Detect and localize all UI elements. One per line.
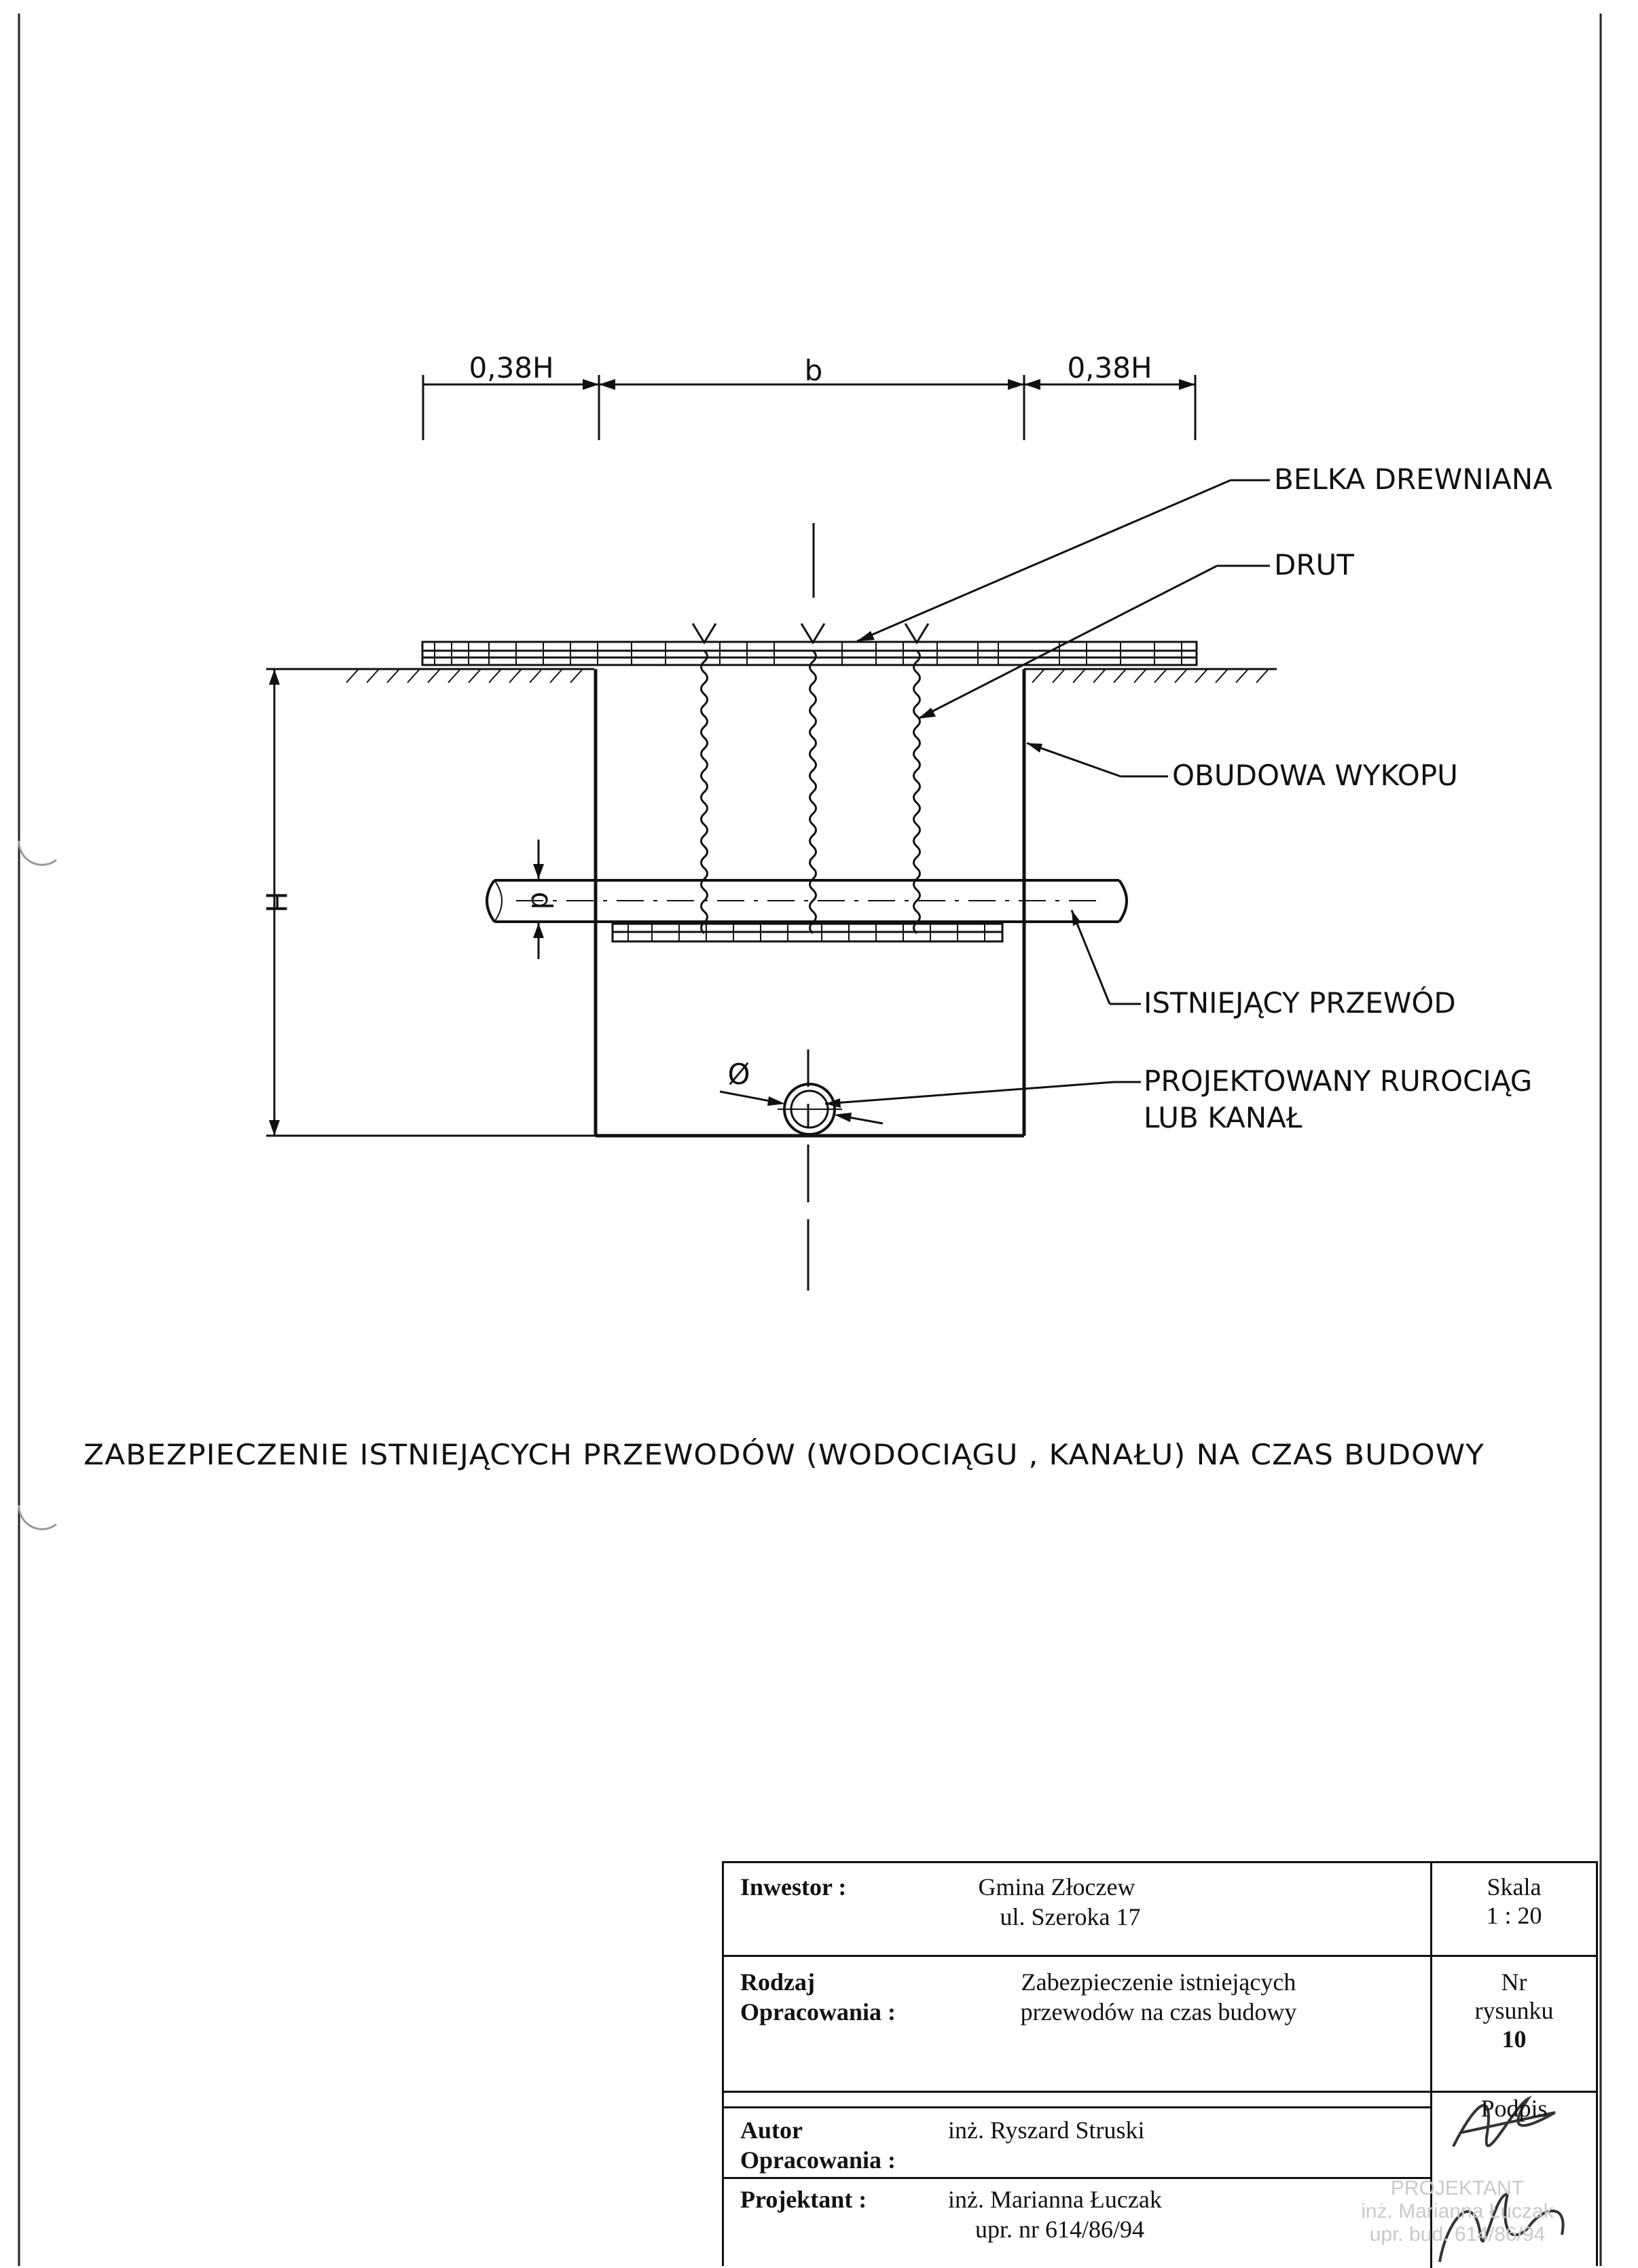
dim-label-right: 0,38H	[1067, 351, 1152, 384]
designer-stamp: PROJEKTANT inż. Marianna Łuczak upr. bud…	[1315, 2177, 1600, 2246]
tb-row-rodzaj: Rodzaj Opracowania : Zabezpieczenie istn…	[724, 1957, 1596, 2093]
nr-label-2: rysunku	[1474, 1997, 1554, 2024]
designed-pipe	[719, 1083, 884, 1136]
pipe-diameter-dim	[533, 840, 544, 959]
inwestor-label: Inwestor :	[740, 1873, 847, 1901]
rodzaj-line2: przewodów na czas budowy	[1020, 1998, 1297, 2026]
center-axis	[807, 523, 815, 1291]
punch-hole-bottom	[18, 1505, 57, 1530]
rodzaj-label-2: Opracowania :	[740, 1998, 896, 2026]
ground-hatching	[346, 668, 1269, 683]
callout-projektowany-rurociag: PROJEKTOWANY RUROCIĄG	[1144, 1064, 1532, 1098]
autor-value: inż. Ryszard Struski	[948, 2117, 1145, 2144]
nr-label-1: Nr	[1501, 1968, 1527, 1996]
dimension-height	[266, 668, 596, 1137]
dim-label-left: 0,38H	[469, 351, 553, 384]
dim-label-d: d	[525, 892, 558, 910]
tb-row-inwestor: Inwestor : Gmina Złoczew ul. Szeroka 17 …	[724, 1863, 1596, 1957]
title-block: Inwestor : Gmina Złoczew ul. Szeroka 17 …	[722, 1861, 1600, 2268]
podpis-label: Podpis	[1480, 2095, 1548, 2122]
existing-pipe	[486, 879, 1128, 923]
timber-beam-bottom	[611, 922, 1004, 943]
callout-istniejacy-przewod: ISTNIEJĄCY PRZEWÓD	[1144, 986, 1456, 1020]
inwestor-line2: ul. Szeroka 17	[1000, 1903, 1141, 1930]
callout-obudowa-wykopu: OBUDOWA WYKOPU	[1172, 759, 1458, 792]
stamp-line1: PROJEKTANT	[1390, 2177, 1525, 2199]
callout-leaders	[824, 479, 1270, 1108]
stamp-line2: inż. Marianna Łuczak	[1361, 2200, 1554, 2222]
rodzaj-label-1: Rodzaj	[740, 1968, 815, 1996]
hanging-wires	[691, 623, 930, 935]
diameter-symbol: Ø	[727, 1058, 750, 1091]
callout-lub-kanal: LUB KANAŁ	[1144, 1101, 1303, 1134]
projektant-line2: upr. nr 614/86/94	[975, 2216, 1144, 2243]
stamp-line3: upr. bud. 614/86/94	[1369, 2223, 1546, 2246]
signature	[1438, 2095, 1565, 2263]
inwestor-line1: Gmina Złoczew	[978, 1873, 1135, 1901]
excavation-shoring	[594, 669, 1026, 1138]
autor-label-1: Autor	[740, 2117, 803, 2144]
dim-label-b: b	[805, 354, 823, 387]
tb-row-autor: Autor Opracowania : inż. Ryszard Struski…	[724, 2093, 1596, 2268]
rodzaj-line1: Zabezpieczenie istniejących	[1021, 1968, 1296, 1996]
callout-belka-drewniana: BELKA DREWNIANA	[1274, 463, 1552, 496]
skala-value: 1 : 20	[1486, 1902, 1542, 1929]
dimension-top	[422, 375, 1197, 440]
nr-value: 10	[1502, 2026, 1527, 2053]
projektant-line1: inż. Marianna Łuczak	[948, 2186, 1162, 2213]
timber-beam-top	[421, 641, 1198, 666]
projektant-label: Projektant :	[740, 2186, 867, 2213]
dim-label-h: H	[259, 891, 293, 913]
callout-drut: DRUT	[1274, 548, 1354, 581]
drawing-title: ZABEZPIECZENIE ISTNIEJĄCYCH PRZEWODÓW (W…	[84, 1437, 1485, 1471]
skala-label: Skala	[1487, 1873, 1542, 1901]
punch-hole-top	[18, 840, 57, 866]
autor-label-2: Opracowania :	[740, 2146, 896, 2174]
